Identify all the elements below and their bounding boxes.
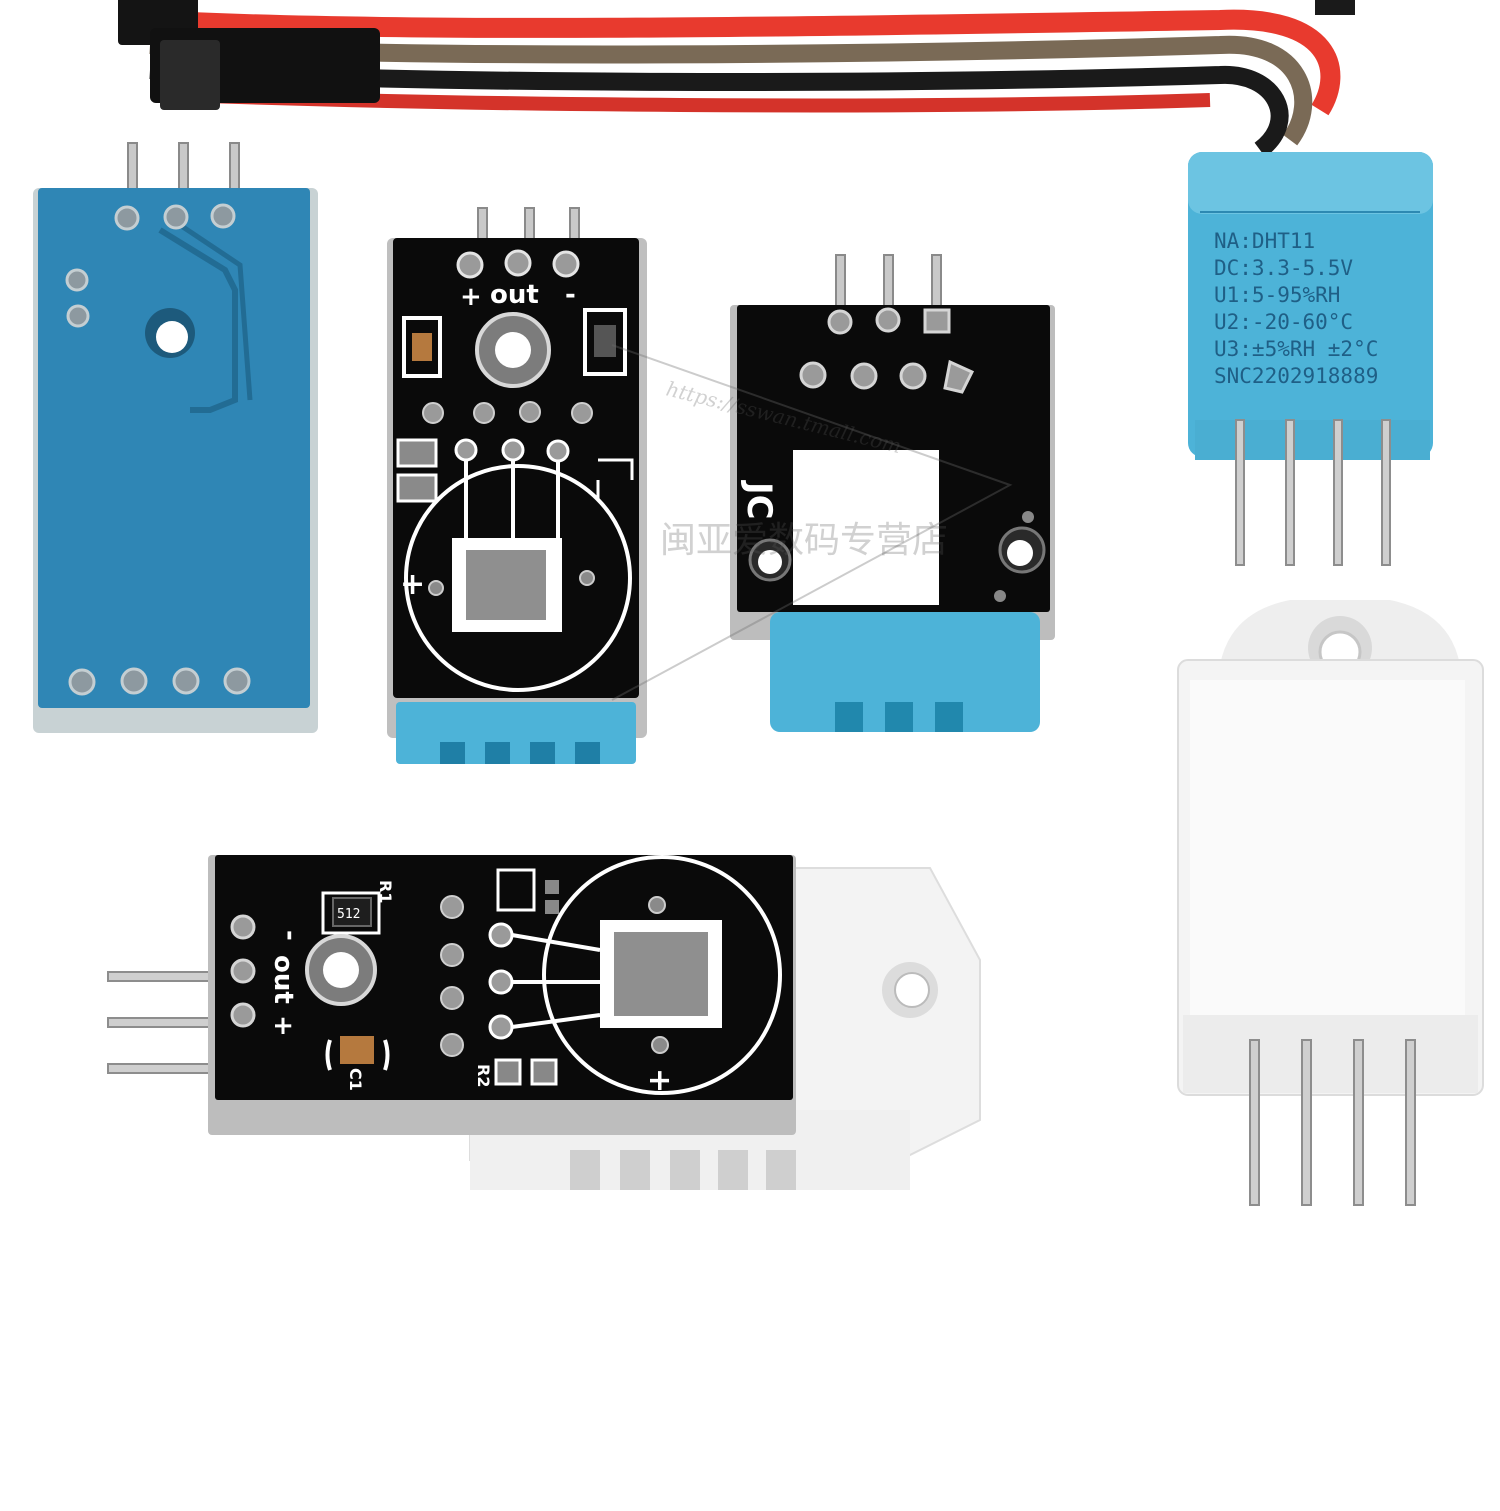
pin-label-plus: + [460,282,482,312]
spec-line-6: SNC2202918889 [1214,364,1378,388]
blue-sensor-module [33,142,318,733]
pin-label-minus: - [565,280,576,310]
watermark-shop: 闽亚爱数码专营店 [660,520,948,561]
spec-line-5: U3:±5%RH ±2°C [1214,337,1378,361]
r1-label: R1 [376,880,395,903]
c1-label: C1 [346,1068,365,1091]
dht22-sensor [1177,600,1484,1206]
pin-label-plus: + [268,1015,298,1037]
pin-label-out: out [268,955,298,1004]
resistor-value-label: 512 [337,907,360,922]
spec-line-1: NA:DHT11 [1214,229,1315,253]
corner-label-plus: + [642,1068,677,1093]
silkscreen-jc: JC [739,480,779,520]
dht22-module-board: - out + 512 R1 C1 R2 + [107,855,981,1190]
dht11-module-board: JC [730,254,1055,732]
black-sensor-module-vertical: + out - + [387,207,647,764]
pin-label-out: out [490,280,539,310]
spec-line-2: DC:3.3-5.5V [1214,256,1353,280]
dht11-sensor: NA:DHT11 DC:3.3-5.5V U1:5-95%RH U2:-20-6… [1188,152,1433,566]
jumper-cable [118,0,1355,158]
corner-label-plus: + [400,567,425,602]
pin-label-minus: - [275,930,305,941]
solder-pads [65,203,251,696]
sensor-pins [1235,419,1391,566]
header-pins [127,142,240,196]
r2-label: R2 [474,1064,493,1087]
spec-line-4: U2:-20-60°C [1214,310,1353,334]
spec-line-3: U1:5-95%RH [1214,283,1340,307]
